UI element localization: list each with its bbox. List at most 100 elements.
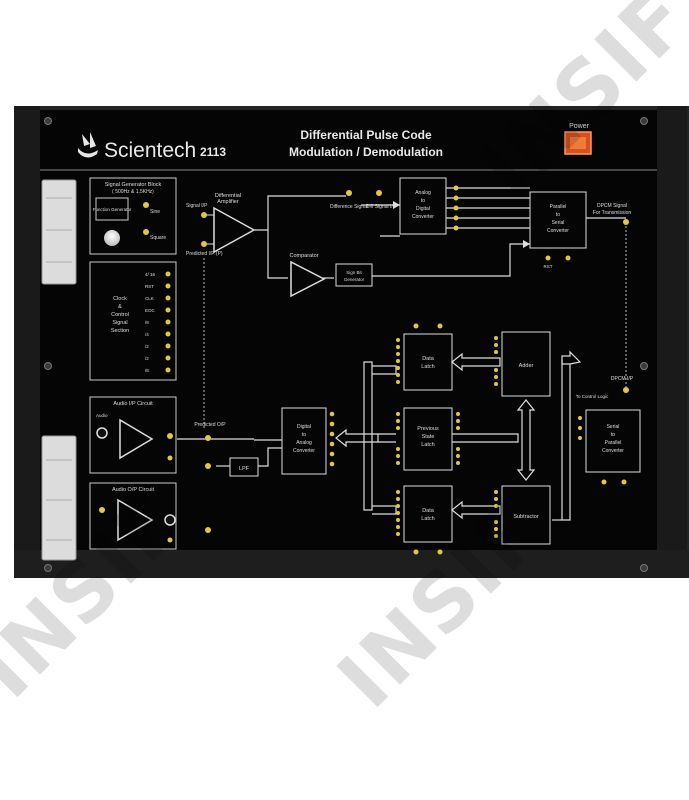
adder-block [501,331,551,397]
audio-op-block [89,482,177,550]
subtractor-block [501,485,551,545]
audio-ip-jack[interactable] [96,427,108,439]
svg-text:/2: /2 [145,344,149,349]
dac-input-test-points[interactable] [329,411,335,467]
diff-signal-ip-test-point[interactable] [376,190,382,196]
data-latch-top-block [403,333,453,391]
lpf-label: LPF [239,466,250,472]
data-latch-bottom-label-1: Data [422,508,435,514]
sign-bit-label-2: Generator [344,277,365,282]
audio-ip-ground[interactable] [167,455,173,461]
clock-pin-labels: 4/ 16 RST CLK EOC /8 /4 /2 /2 /E [145,272,156,373]
signal-generator-title: Signal Generator Block [105,182,162,188]
predicted-op-label: Predicted O/P [194,422,226,428]
p2s-label-3: Serial [552,220,565,226]
svg-text:/E: /E [145,368,149,373]
audio-op-ground[interactable] [167,537,173,543]
serial-to-parallel-block [585,409,641,473]
frequency-knob[interactable] [104,230,120,246]
edge-connector-bottom [41,435,77,561]
function-generator-label: Function Generator [93,207,132,212]
s2p-eoc-test-point[interactable] [621,479,627,485]
subtractor-label: Subtractor [513,514,539,520]
comparator-symbol [290,260,326,298]
sine-test-point[interactable] [143,202,149,208]
diff-amp-title-1: Differential [215,193,241,199]
data-bus-arrows [335,350,582,521]
dpcm-tx-test-point[interactable] [623,219,629,225]
p2s-rst-test-point[interactable] [545,255,551,261]
audio-ip-title: Audio I/P Circuit [113,401,153,407]
predicted-op-test-point[interactable] [205,435,211,441]
latch-test-points[interactable] [396,323,582,555]
audio-ip-out-test-point[interactable] [167,433,173,439]
edge-connector-top [41,179,77,285]
audio-op-amplifier-symbol [117,498,154,542]
data-latch-top-label-1: Data [422,356,435,362]
dac-label-3: Analog [296,440,312,446]
audio-op-jack[interactable] [164,514,176,526]
brand-name: Scientech [104,139,196,162]
power-label: Power [569,123,590,130]
s2p-label-2: to [611,432,615,438]
audio-op-in-test-point[interactable] [99,507,105,513]
svg-text:EOC: EOC [145,308,156,313]
square-label: Square [150,235,166,241]
dpcm-ip-test-point[interactable] [623,387,629,393]
svg-text:/4: /4 [145,332,149,337]
signal-traces [177,187,626,467]
data-latch-top-label-2: Latch [421,364,434,370]
adc-label-4: Converter [412,214,434,220]
p2s-label-1: Parallel [550,204,567,210]
difference-signal-label: Difference Signal [330,204,368,210]
svg-text:/2: /2 [145,356,149,361]
parallel-to-serial-block [529,191,587,249]
scientech-logo-icon [78,132,98,158]
signal-ip-label: Signal I/P [186,203,208,209]
dac-label-1: Digital [297,424,311,430]
svg-text:CLK: CLK [145,296,154,301]
audio-ip-block [89,396,177,474]
s2p-label-3: Parallel [605,440,622,446]
clock-label-3: Control [111,312,129,318]
previous-latch-label-3: Latch [421,442,434,448]
clock-test-points[interactable] [165,271,171,373]
dac-label-4: Converter [293,448,315,454]
svg-text:RST: RST [145,284,154,289]
p2s-clk-test-point[interactable] [565,255,571,261]
predicted-ip-label: Predicted I/P (P) [186,251,223,257]
adc-output-test-points[interactable] [453,185,459,231]
ground-test-point[interactable] [205,527,211,533]
adc-block [399,177,447,235]
panel-screws [44,117,648,572]
audio-ip-jack-label: Audio [96,413,108,418]
svg-text:/8: /8 [145,320,149,325]
s2p-label-4: Converter [602,448,624,454]
signal-ip-test-point[interactable] [201,212,207,218]
clock-label-4: Signal [112,320,127,326]
panel-title-line2: Modulation / Demodulation [289,145,443,159]
function-generator-box [95,197,129,221]
adc-label-1: Analog [415,190,431,196]
svg-text:4/ 16: 4/ 16 [145,272,156,277]
comparator-label: Comparator [289,253,318,259]
audio-op-title: Audio O/P Circuit [112,487,155,493]
square-test-point[interactable] [143,229,149,235]
predicted-ip-test-point[interactable] [201,241,207,247]
dac-block [281,407,327,475]
p2s-label-4: Converter [547,228,569,234]
sign-bit-label-1: Sign Bit [346,270,362,275]
clock-label-2: & [118,304,122,310]
signal-generator-subtitle: ( 500Hz & 1.5KHz) [112,189,154,195]
lpf-in-test-point[interactable] [205,463,211,469]
lpf-block [229,457,259,477]
s2p-clk-test-point[interactable] [601,479,607,485]
clock-control-block [89,261,177,381]
model-number: 2113 [200,145,226,159]
previous-state-latch-block [403,407,453,471]
clock-label-5: Section [111,328,129,334]
diff-amp-title-2: Amplifier [217,199,239,205]
difference-signal-test-point[interactable] [346,190,352,196]
chassis-bottom [14,550,689,578]
